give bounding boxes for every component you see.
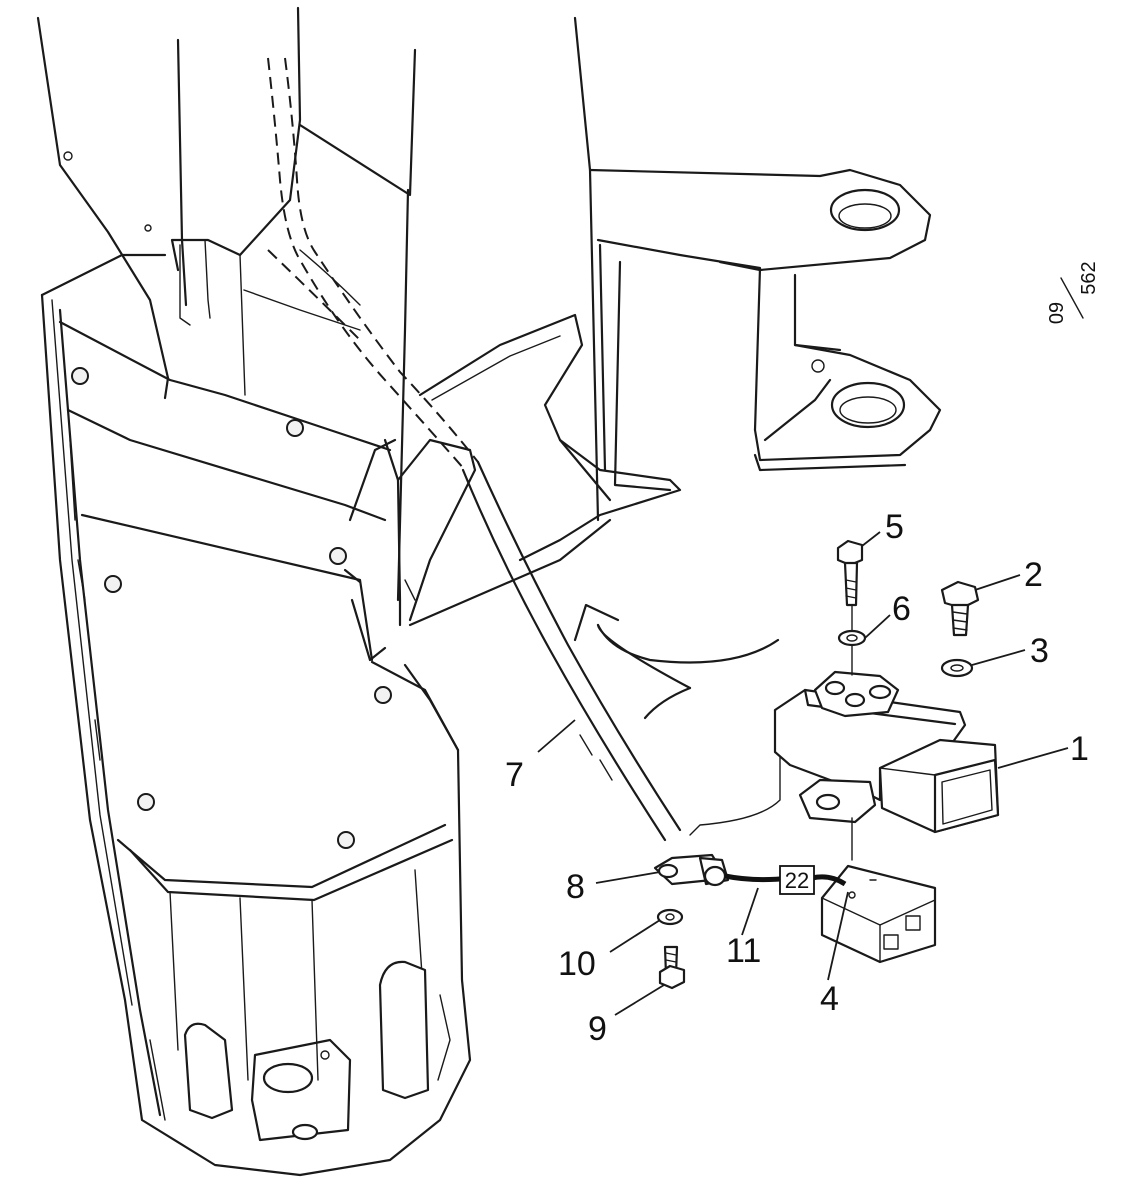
bolt-part-9	[658, 945, 686, 990]
sensor-unit-part-1	[689, 670, 1000, 861]
callout-6: 6	[892, 590, 911, 628]
bolt-part-5	[836, 539, 864, 607]
callout-labels: 1 2 3 4 5 6 7 8 9 10 11	[505, 508, 1089, 1048]
doc-number-bottom: 562	[1078, 261, 1100, 294]
callout-11: 11	[726, 932, 761, 970]
callout-3: 3	[1030, 632, 1049, 670]
connector-module-part-4	[820, 864, 937, 964]
callout-7: 7	[505, 756, 524, 794]
document-number: 09 562	[1046, 261, 1100, 324]
reference-box-22: 22	[779, 865, 815, 895]
hose-lines	[267, 57, 479, 471]
callout-8: 8	[566, 868, 585, 906]
leader-lines	[537, 531, 1069, 1016]
washer-part-10	[656, 908, 684, 926]
callout-10: 10	[558, 945, 596, 983]
callout-9: 9	[588, 1010, 607, 1048]
reference-box-label: 22	[785, 868, 809, 893]
rotation-arrow	[573, 603, 780, 720]
cable-7	[461, 460, 682, 842]
callout-4: 4	[820, 980, 839, 1018]
callout-2: 2	[1024, 556, 1043, 594]
clamp-part-8	[653, 853, 730, 887]
frame-structure	[36, 6, 942, 1177]
callout-1: 1	[1070, 730, 1089, 768]
bolt-part-2	[940, 580, 980, 637]
washer-part-3	[940, 658, 974, 678]
callout-5: 5	[885, 508, 904, 546]
washer-part-6	[837, 604, 867, 676]
doc-number-top: 09	[1046, 302, 1068, 324]
